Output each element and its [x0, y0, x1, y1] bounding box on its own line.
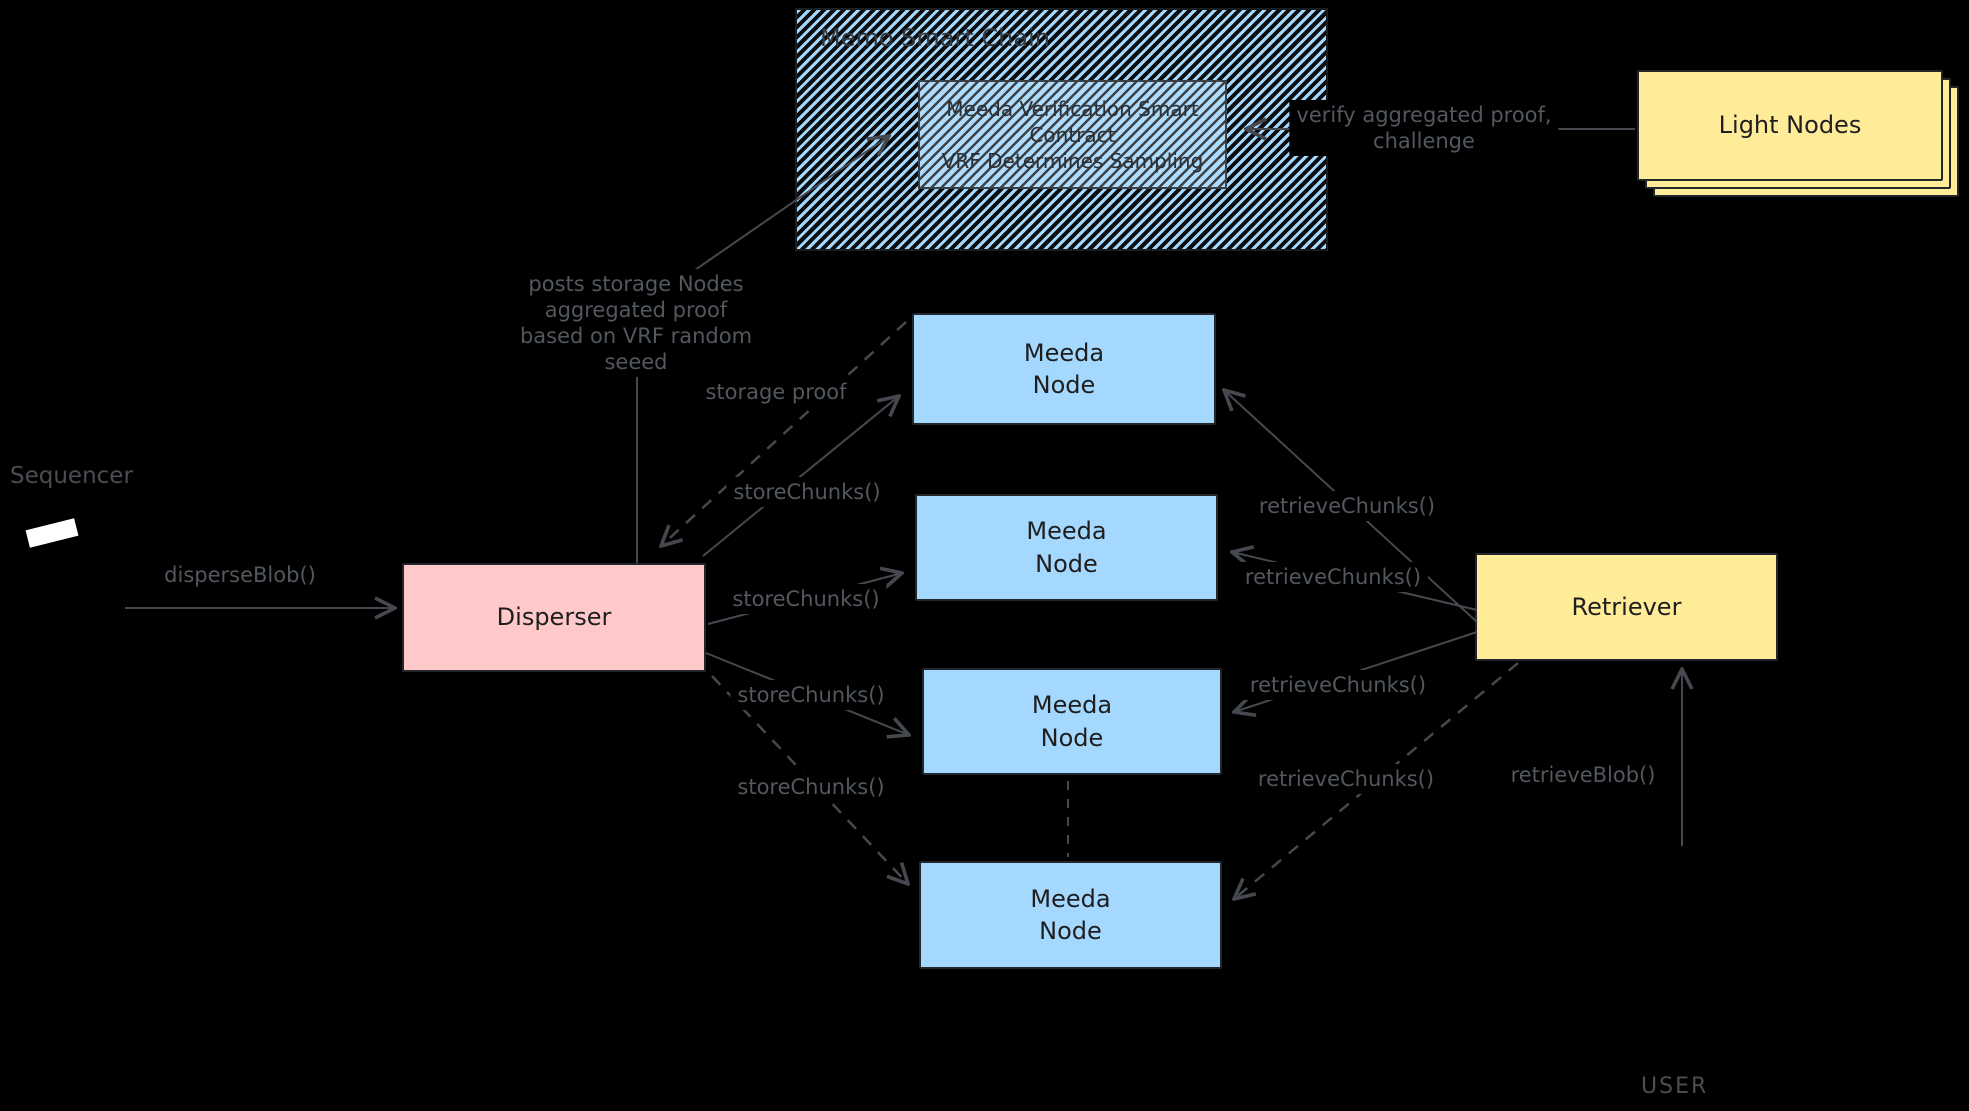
edge-label-store-chunks-1: storeChunks(): [726, 476, 888, 508]
arrow-storage-proof-dashed: [661, 321, 907, 546]
disperser-label: Disperser: [496, 603, 612, 632]
edge-label-store-chunks-4: storeChunks(): [730, 771, 892, 803]
edge-label-store-chunks-2: storeChunks(): [725, 583, 887, 615]
meeda-node-box-1: Meeda Node: [912, 313, 1216, 425]
edge-label-retrieve-chunks-1: retrieveChunks(): [1251, 490, 1443, 522]
edge-label-retrieve-blob: retrieveBlob(): [1503, 759, 1663, 791]
edge-label-storage-proof: storage proof: [698, 376, 854, 408]
retriever-label: Retriever: [1571, 592, 1682, 621]
edge-label-retrieve-chunks-3: retrieveChunks(): [1242, 669, 1434, 701]
edge-label-verify: verify aggregated proof, challenge: [1289, 99, 1559, 157]
sequencer-label: Sequencer: [10, 463, 133, 489]
light-nodes-label: Light Nodes: [1718, 111, 1862, 140]
meeda-node-label-1: Meeda Node: [1023, 338, 1105, 399]
meeda-node-box-3: Meeda Node: [922, 668, 1222, 775]
edge-label-retrieve-chunks-4: retrieveChunks(): [1250, 763, 1442, 795]
edge-label-posts-proof: posts storage Nodes aggregated proof bas…: [512, 268, 760, 378]
memo-smart-chain-title: Memo Smart Chain: [820, 24, 1050, 52]
edge-label-disperse-blob: disperseBlob(): [157, 559, 323, 591]
verification-contract-box: Meeda Verification Smart Contract VRF De…: [918, 80, 1227, 189]
meeda-node-label-4: Meeda Node: [1030, 884, 1111, 945]
meeda-node-box-2: Meeda Node: [915, 494, 1218, 601]
retriever-box: Retriever: [1475, 553, 1778, 661]
disperser-box: Disperser: [402, 563, 706, 672]
edge-label-store-chunks-3: storeChunks(): [730, 679, 892, 711]
edge-label-retrieve-chunks-2: retrieveChunks(): [1237, 561, 1429, 593]
memo-smart-chain-box: Memo Smart Chain Meeda Verification Smar…: [795, 8, 1328, 251]
meeda-node-box-4: Meeda Node: [919, 861, 1222, 969]
user-label: USER: [1641, 1074, 1709, 1099]
arrow-store-chunks-1: [702, 396, 899, 557]
meeda-node-label-2: Meeda Node: [1026, 517, 1107, 578]
verification-contract-label: Meeda Verification Smart Contract VRF De…: [941, 96, 1204, 173]
meeda-node-label-3: Meeda Node: [1031, 691, 1113, 752]
light-nodes-box: Light Nodes: [1637, 70, 1943, 181]
